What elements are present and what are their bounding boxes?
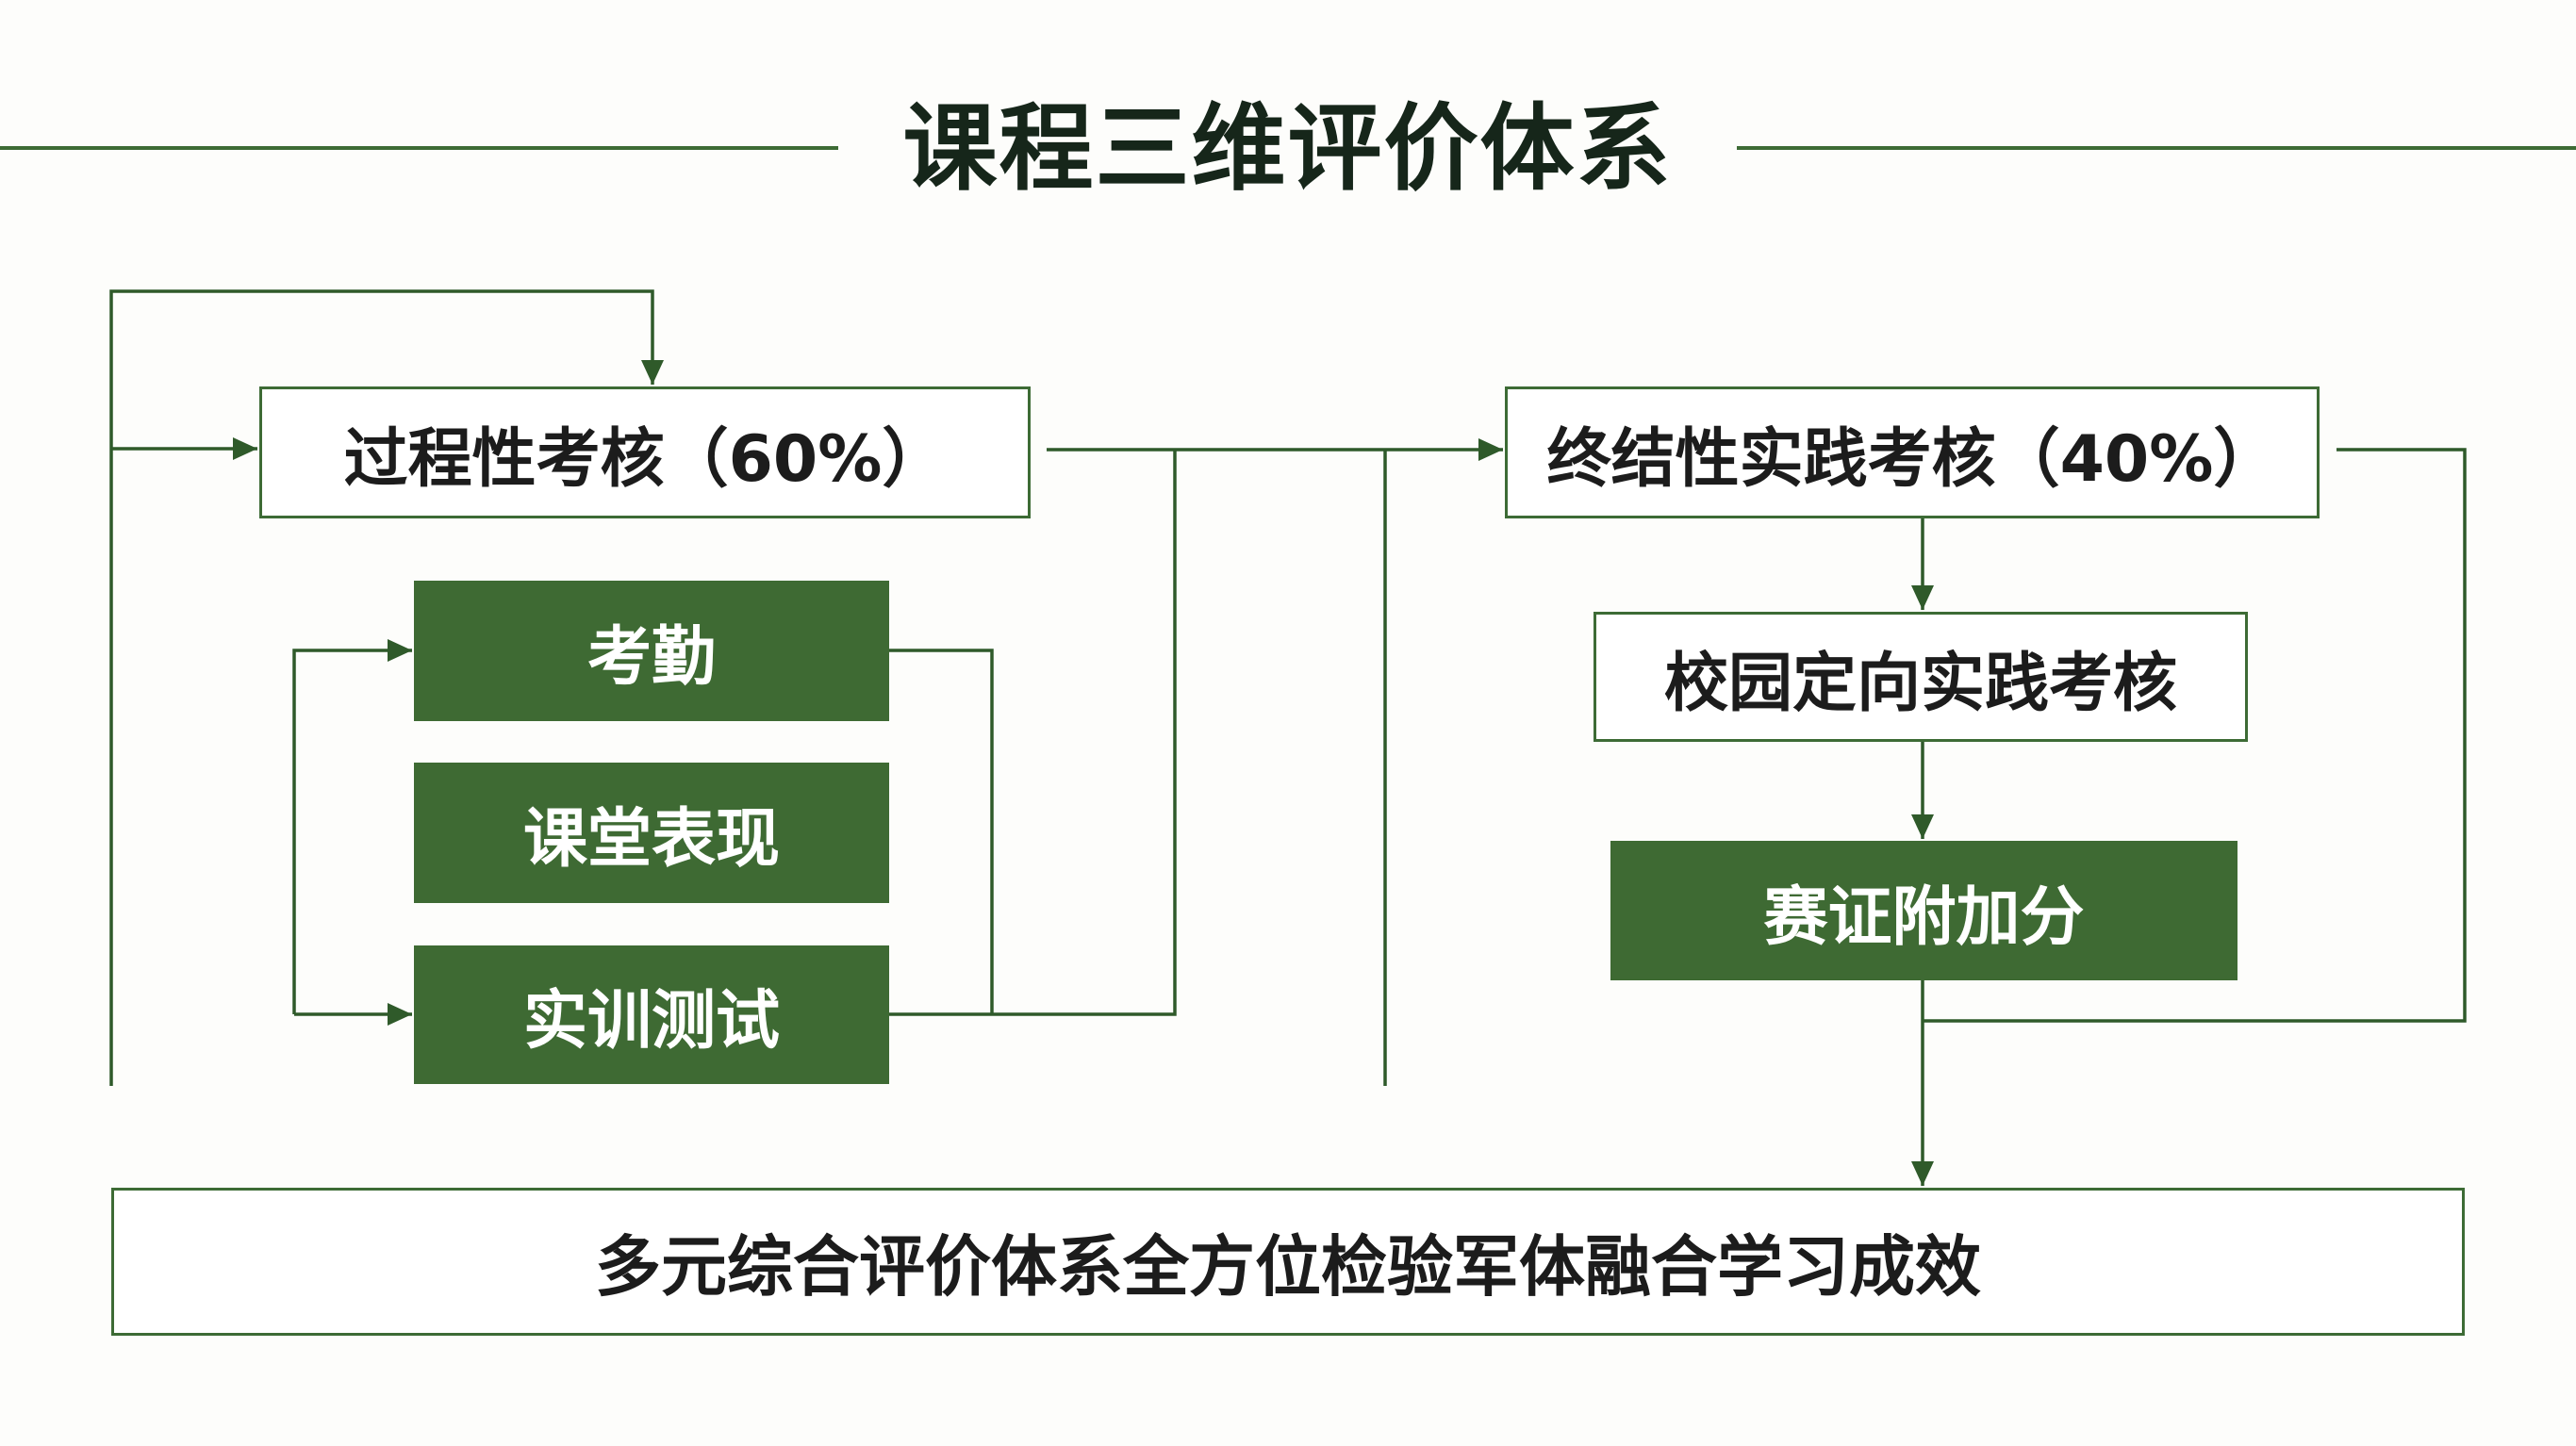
title-rule-left [0,146,838,150]
summative-right-loop [1923,448,2467,1023]
attendance-box: 考勤 [414,581,889,721]
test-to-process-link [889,450,1177,1016]
diagram-title: 课程三维评价体系 [902,93,1673,204]
arrow-into-attendance [292,639,412,1014]
outer-feedback-loop [109,289,664,1086]
campus-orienteering-box: 校园定向实践考核 [1593,612,2248,742]
competition-bonus-box: 赛证附加分 [1610,841,2237,980]
process-assessment-box: 过程性考核（60%） [259,386,1031,518]
class-performance-box: 课堂表现 [414,763,889,903]
title-rule-right [1737,146,2576,150]
conclusion-box: 多元综合评价体系全方位检验军体融合学习成效 [111,1188,2465,1336]
training-test-box: 实训测试 [414,945,889,1084]
summative-assessment-box: 终结性实践考核（40%） [1505,386,2320,518]
attendance-to-test-link [889,649,994,1014]
